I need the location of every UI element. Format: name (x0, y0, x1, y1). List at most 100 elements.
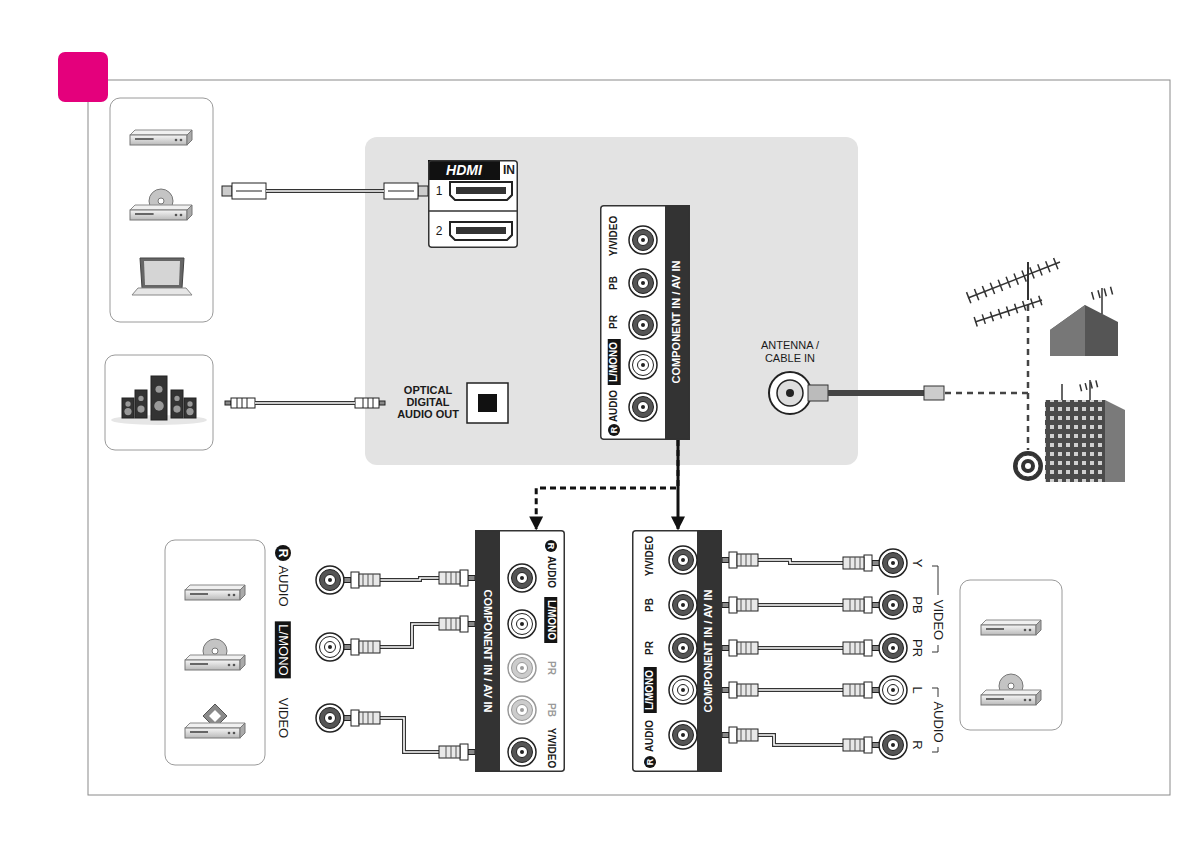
plug-grip (746, 684, 747, 696)
cable-core (380, 624, 439, 647)
rca-jack-pin (641, 405, 645, 409)
rca-jack (508, 654, 536, 682)
player-side (187, 130, 192, 145)
plug-grip (855, 599, 856, 611)
disc-hole (158, 198, 164, 204)
port-label: L/MONO (545, 597, 558, 643)
device-box (960, 580, 1062, 730)
port-label: L/MONO (644, 667, 657, 713)
plug-grip (751, 599, 752, 611)
plug-pin (722, 733, 729, 738)
hdmi-plug-tip (418, 186, 428, 196)
cable (758, 560, 843, 563)
label-bar (475, 530, 500, 772)
player-button (228, 664, 231, 667)
jack-label: AUDIO (931, 701, 945, 742)
hdmi-plug-body (232, 183, 266, 199)
plug-grip (746, 729, 747, 741)
plug-grip (850, 557, 851, 569)
node-outline (601, 206, 690, 440)
player-side (240, 723, 245, 738)
rca-jack (629, 311, 657, 339)
plug-grip (363, 712, 364, 724)
rca-jack-socket (888, 685, 899, 696)
plug-pin (872, 603, 879, 608)
jack-label: L (910, 686, 924, 693)
rca-jack-pin (520, 750, 524, 754)
ports (475, 530, 564, 772)
cable-core (758, 560, 843, 563)
rca-jack-pin (891, 688, 895, 692)
player-top (185, 585, 245, 590)
rca-jack (879, 731, 907, 759)
rca-jack-ring (633, 230, 654, 251)
plug-grip (855, 557, 856, 569)
rca-jack-ring (633, 273, 654, 294)
speaker-cone (124, 408, 131, 415)
disc-slot (135, 213, 154, 215)
node-outline (429, 161, 518, 248)
plug-grip (746, 642, 747, 654)
device-box (105, 355, 213, 450)
plug-body (359, 641, 380, 653)
plug-grip (855, 684, 856, 696)
plug-body (737, 729, 758, 741)
player-button (1029, 629, 1032, 632)
plug-pin (872, 646, 879, 651)
rca-jack-ring (673, 680, 694, 701)
cable (255, 401, 355, 405)
rca-jack-socket (638, 402, 649, 413)
antenna-elements (968, 262, 1060, 298)
player-top (185, 723, 245, 728)
rca-jack-socket (517, 619, 528, 630)
plug-collar (460, 570, 468, 586)
label-bar (697, 530, 722, 772)
rca-jack-pin (520, 622, 524, 626)
plug-grip (860, 642, 861, 654)
rca-jack-ring (883, 638, 904, 659)
rca-jack-ring (633, 355, 654, 376)
rca-jack-pin (520, 666, 524, 670)
optical-plug-body (231, 398, 255, 408)
plug-pin (344, 578, 351, 583)
node-outline (633, 531, 722, 772)
antenna-scene (945, 262, 1125, 482)
rca-jack (879, 591, 907, 619)
port-label: HDMI (444, 163, 484, 178)
plug-body (737, 599, 758, 611)
plug-collar (729, 727, 737, 743)
port-label: Y/VIDEO (645, 536, 656, 577)
rca-jack-ring (673, 638, 694, 659)
building-side (1105, 400, 1125, 482)
media-card-face (209, 710, 221, 722)
plug-grip (741, 642, 742, 654)
rca-jack (669, 591, 697, 619)
rca-jack-socket (888, 600, 899, 611)
plug-collar (729, 552, 737, 568)
plug-collar (729, 682, 737, 698)
plug-collar (864, 640, 872, 656)
jack-ring (777, 380, 803, 406)
plug-grip (860, 739, 861, 751)
plug-collar (460, 616, 468, 632)
port-label: IN (503, 164, 515, 177)
rca-jack-pin (641, 323, 645, 327)
speaker-cone (155, 386, 162, 393)
port-label: COMPONENT IN / AV IN (671, 261, 683, 384)
ports (601, 205, 690, 440)
cable-outlet (1025, 463, 1031, 469)
rca-jack (508, 564, 536, 592)
speaker (122, 398, 134, 418)
cable-core (758, 735, 843, 745)
cable-run (945, 300, 1028, 393)
port-label: PB (645, 598, 656, 612)
rca-jack (316, 704, 344, 732)
rca-jack-socket (517, 663, 528, 674)
rca-jack-socket (325, 713, 336, 724)
rca-jack (508, 696, 536, 724)
plug-grip (751, 729, 752, 741)
hdmi-port-contacts (456, 187, 506, 194)
plug-grip (451, 618, 452, 630)
plug-grip (746, 599, 747, 611)
